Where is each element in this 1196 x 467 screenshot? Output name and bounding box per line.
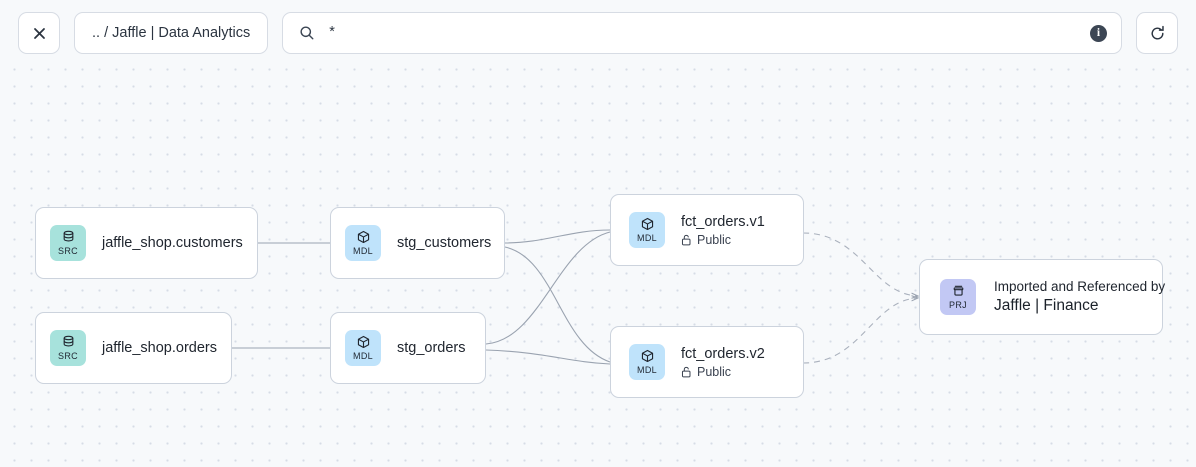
node-fct-orders-v1[interactable]: MDL fct_orders.v1 Public (610, 194, 804, 266)
cube-icon (357, 230, 369, 244)
node-visibility: Public (681, 233, 765, 247)
breadcrumb-label: .. / Jaffle | Data Analytics (92, 25, 251, 41)
node-stg-orders[interactable]: MDL stg_orders (330, 312, 486, 384)
badge-label: PRJ (949, 300, 967, 310)
refresh-button[interactable] (1136, 12, 1178, 54)
search-value: * (329, 23, 335, 40)
cube-icon (357, 335, 369, 349)
badge-mdl: MDL (629, 212, 665, 248)
search-icon (300, 26, 314, 40)
edge-fctv1-project (802, 232, 918, 296)
project-name: Jaffle | Finance (994, 297, 1099, 314)
badge-prj: PRJ (940, 279, 976, 315)
node-text-block: fct_orders.v1 Public (681, 214, 765, 247)
close-icon (33, 27, 45, 39)
node-jaffle-finance-project[interactable]: PRJ Imported and Referenced by Jaffle | … (919, 259, 1165, 335)
node-jaffle-shop-orders[interactable]: SRC jaffle_shop.orders (35, 312, 232, 384)
badge-label: MDL (353, 246, 373, 256)
node-text-block: fct_orders.v2 Public (681, 346, 765, 379)
node-title: stg_customers (397, 235, 492, 251)
node-title: stg_orders (397, 340, 466, 356)
node-text-block: Imported and Referenced by Jaffle | Fina… (994, 279, 1165, 315)
node-title: jaffle_shop.orders (102, 340, 218, 356)
database-icon (63, 230, 73, 242)
database-icon (63, 335, 73, 347)
node-jaffle-shop-customers[interactable]: SRC jaffle_shop.customers (35, 207, 258, 279)
edge-stgorders-fctv1 (485, 231, 611, 345)
edge-stgcustomers-fctv1 (504, 229, 611, 244)
badge-label: SRC (58, 351, 78, 361)
edge-fctv2-project (802, 298, 918, 364)
node-stg-customers[interactable]: MDL stg_customers (330, 207, 505, 279)
badge-src: SRC (50, 330, 86, 366)
cube-icon (641, 217, 653, 231)
top-toolbar: .. / Jaffle | Data Analytics * i (0, 0, 1196, 66)
edge-stgcustomers-fctv2 (504, 246, 611, 363)
close-button[interactable] (18, 12, 60, 54)
info-glyph: i (1096, 27, 1101, 39)
project-icon (953, 285, 963, 296)
breadcrumb[interactable]: .. / Jaffle | Data Analytics (74, 12, 269, 54)
node-title: fct_orders.v2 (681, 345, 765, 362)
badge-label: MDL (637, 233, 657, 243)
cube-icon (641, 349, 653, 363)
unlock-icon (681, 234, 691, 245)
badge-mdl: MDL (345, 225, 381, 261)
unlock-icon (681, 366, 691, 377)
search-input[interactable]: * i (282, 12, 1122, 54)
node-title: jaffle_shop.customers (102, 235, 243, 251)
refresh-icon (1151, 25, 1164, 39)
badge-src: SRC (50, 225, 86, 261)
badge-mdl: MDL (629, 344, 665, 380)
badge-label: MDL (353, 351, 373, 361)
project-relation-label: Imported and Referenced by (994, 279, 1166, 294)
info-icon[interactable]: i (1090, 24, 1107, 42)
badge-mdl: MDL (345, 330, 381, 366)
node-visibility: Public (681, 365, 765, 379)
node-title: fct_orders.v1 (681, 213, 765, 230)
badge-label: SRC (58, 246, 78, 256)
node-fct-orders-v2[interactable]: MDL fct_orders.v2 Public (610, 326, 804, 398)
badge-label: MDL (637, 365, 657, 375)
visibility-label: Public (697, 232, 732, 247)
edge-stgorders-fctv2 (485, 349, 611, 365)
visibility-label: Public (697, 364, 732, 379)
